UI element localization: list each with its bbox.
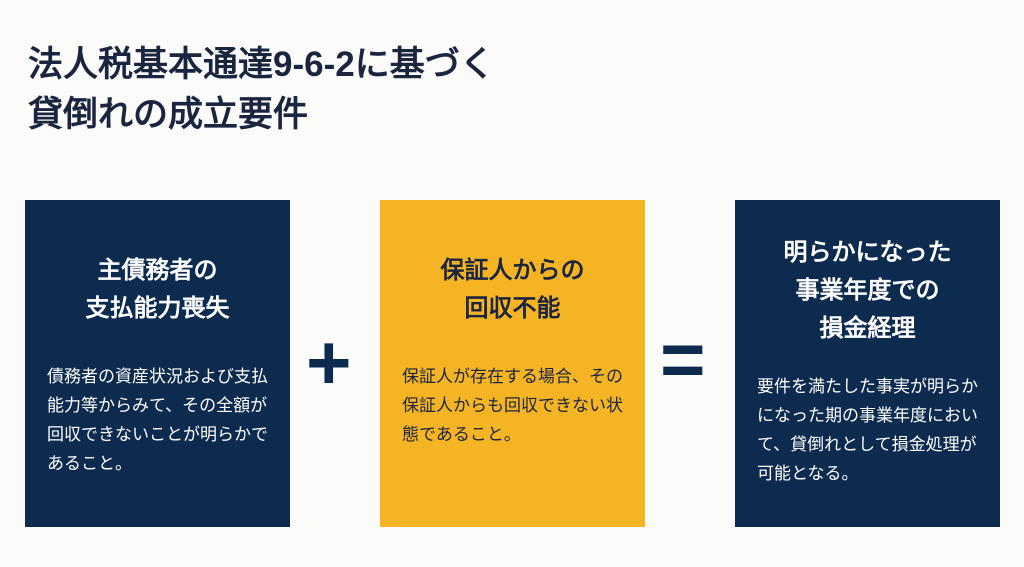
title-line-2: 貸倒れの成立要件 <box>28 95 309 134</box>
card-title-line: 主債務者の <box>97 257 218 284</box>
card-title-line: 支払能力喪失 <box>85 295 230 322</box>
card-guarantor-uncollectible: 保証人からの 回収不能 保証人が存在する場合、その保証人からも回収できない状態で… <box>380 200 645 527</box>
card-title-line: 事業年度での <box>795 277 940 304</box>
card-body: 保証人が存在する場合、その保証人からも回収できない状態であること。 <box>402 367 623 444</box>
card-loss-accounting: 明らかになった 事業年度での 損金経理 要件を満たした事実が明らかになった期の事… <box>735 200 1000 527</box>
card-title-line: 回収不能 <box>464 295 561 322</box>
card-body: 要件を満たした事実が明らかになった期の事業年度において、貸倒れとして損金処理が可… <box>757 377 978 483</box>
title-line-1: 法人税基本通達9-6-2に基づく <box>28 45 495 84</box>
card-title: 明らかになった 事業年度での 損金経理 <box>757 234 978 348</box>
equals-icon: = <box>660 315 706 403</box>
page-title: 法人税基本通達9-6-2に基づく 貸倒れの成立要件 <box>28 40 495 140</box>
card-title: 保証人からの 回収不能 <box>402 252 623 328</box>
card-debtor-insolvency: 主債務者の 支払能力喪失 債務者の資産状況および支払能力等からみて、その全額が回… <box>25 200 290 527</box>
plus-icon: + <box>306 318 352 406</box>
card-title-line: 損金経理 <box>819 315 916 342</box>
card-title-line: 明らかになった <box>783 239 952 266</box>
card-body: 債務者の資産状況および支払能力等からみて、その全額が回収できないことが明らかであ… <box>47 367 268 473</box>
card-title-line: 保証人からの <box>440 257 585 284</box>
card-title: 主債務者の 支払能力喪失 <box>47 252 268 328</box>
